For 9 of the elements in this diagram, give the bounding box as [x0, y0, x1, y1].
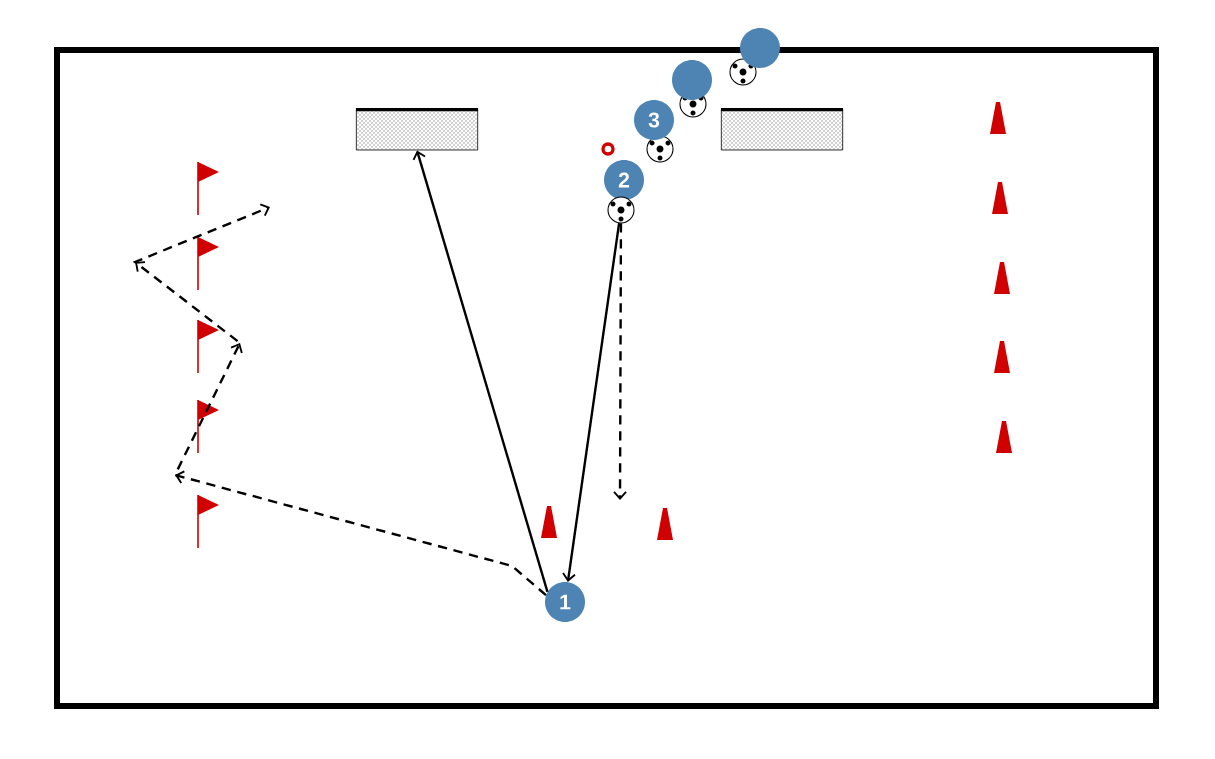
arrow [132, 203, 547, 596]
player-circle [740, 28, 780, 68]
arrow [412, 150, 549, 593]
ball-drawing [607, 196, 635, 224]
player-circle [672, 60, 712, 100]
goal-drawing [720, 107, 844, 151]
goal-drawing [355, 107, 479, 151]
arrow [613, 223, 627, 500]
arrow [562, 222, 621, 582]
